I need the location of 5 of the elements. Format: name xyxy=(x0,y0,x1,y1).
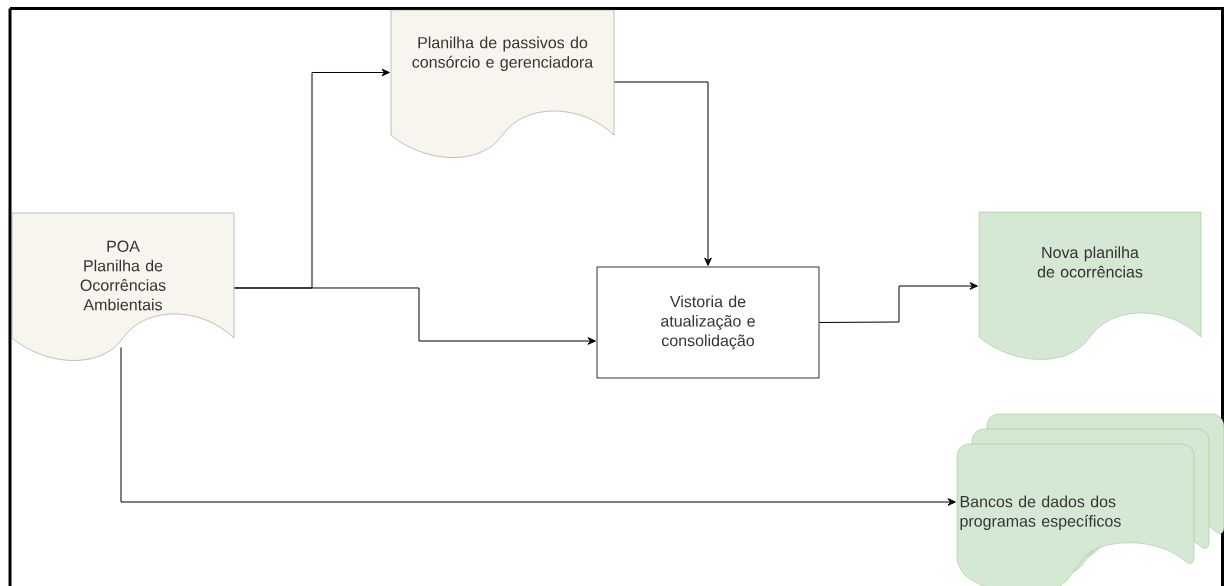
arrow xyxy=(120,346,956,506)
arrow xyxy=(613,81,712,266)
process-box: Vistoria de atualização e consolidação xyxy=(596,266,820,379)
arrow xyxy=(233,287,596,345)
arrow xyxy=(818,282,978,323)
